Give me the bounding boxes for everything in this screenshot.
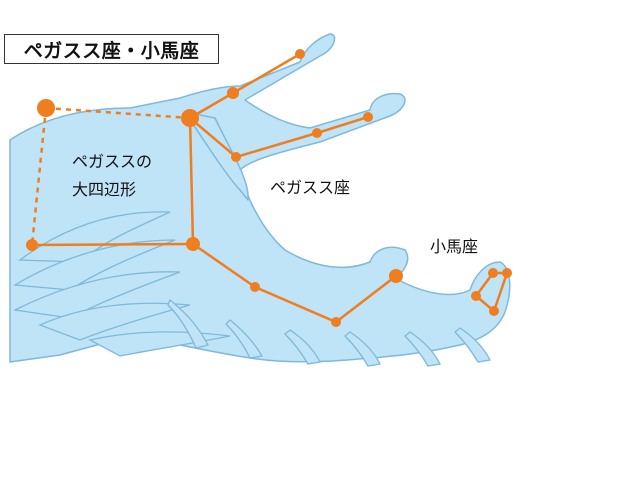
- star: [389, 269, 403, 283]
- star: [471, 291, 481, 301]
- square-edge-top: [45, 106, 191, 120]
- star: [489, 306, 499, 316]
- constellation-lines: [30, 52, 509, 324]
- star: [231, 152, 241, 162]
- constellation-stars: [26, 49, 512, 327]
- page-title: ペガスス座・小馬座: [4, 34, 219, 64]
- star: [26, 239, 38, 251]
- wing-feathers: [12, 211, 491, 367]
- star: [37, 99, 55, 117]
- equuleus-label: 小馬座: [430, 237, 479, 256]
- great-square-label-line2: 大四辺形: [72, 180, 137, 199]
- star: [295, 49, 305, 59]
- pegasus-label: ペガスス座: [270, 178, 351, 197]
- star: [363, 112, 373, 122]
- star: [488, 268, 498, 278]
- star: [186, 237, 200, 251]
- square-edge-bottom: [31, 242, 194, 247]
- pegasus-leg-lower: [189, 115, 369, 159]
- star: [181, 109, 199, 127]
- pegasus-neck: [192, 242, 397, 324]
- square-edge-left: [30, 107, 48, 246]
- star: [312, 128, 322, 138]
- great-square-label-line1: ペガススの: [72, 152, 153, 171]
- star: [227, 87, 239, 99]
- star: [250, 282, 260, 292]
- star: [331, 317, 341, 327]
- square-edge-right: [188, 117, 195, 245]
- star: [502, 268, 512, 278]
